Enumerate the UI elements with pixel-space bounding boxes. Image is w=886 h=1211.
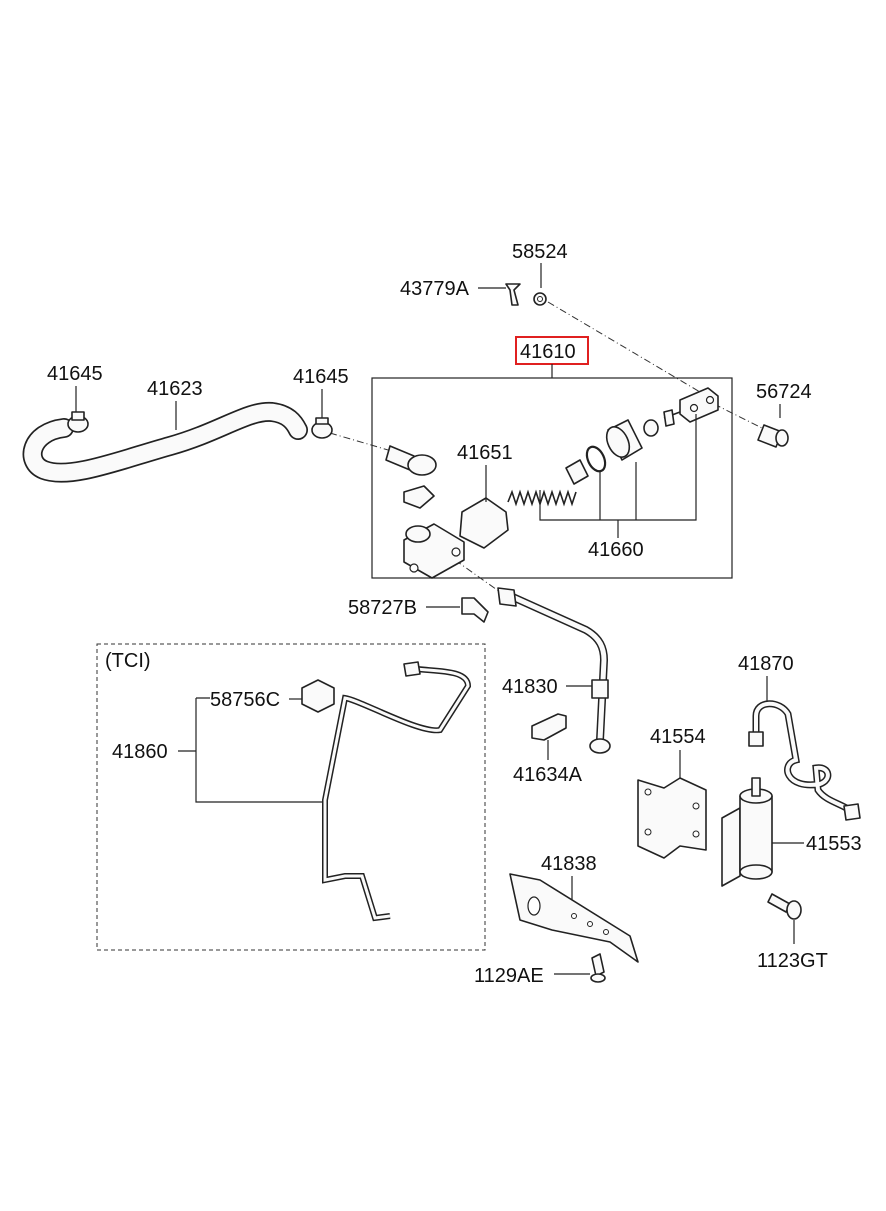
snap-ring	[585, 445, 607, 473]
bracket-41634A	[531, 713, 567, 741]
callout-41660[interactable]: 41660	[588, 539, 644, 561]
bolt-1123GT	[767, 893, 802, 920]
bracket-41660	[539, 414, 697, 538]
hose-clamp-41645-left	[67, 411, 89, 433]
callout-58524[interactable]: 58524	[512, 241, 568, 263]
alignment-line-washer	[547, 301, 701, 393]
callout-41830[interactable]: 41830	[502, 676, 558, 698]
callout-43779A[interactable]: 43779A	[400, 278, 470, 300]
dust-boot	[605, 419, 643, 461]
callout-41623[interactable]: 41623	[147, 378, 203, 400]
tci-pipe-41860	[322, 661, 472, 922]
return-spring	[507, 489, 577, 507]
callout-1129AE[interactable]: 1129AE	[474, 965, 544, 987]
callout-41553[interactable]: 41553	[806, 833, 862, 855]
callout-41651[interactable]: 41651	[457, 442, 513, 464]
tci-box	[96, 643, 486, 951]
piston	[565, 459, 589, 485]
callout-41645-mid[interactable]: 41645	[293, 366, 349, 388]
callout-41860[interactable]: 41860	[112, 741, 168, 763]
clip-58727B	[461, 597, 489, 623]
tci-label: (TCI)	[105, 650, 151, 672]
callout-56724[interactable]: 56724	[756, 381, 812, 403]
clevis-yoke	[663, 387, 719, 427]
callout-58756C[interactable]: 58756C	[210, 689, 280, 711]
alignment-line-pipe	[454, 559, 501, 593]
bolt-1129AE	[590, 953, 606, 983]
master-cylinder-body	[403, 497, 509, 579]
bracket-41554	[637, 777, 707, 859]
callout-41554[interactable]: 41554	[650, 726, 706, 748]
clutch-pipe-41830	[497, 587, 611, 754]
callout-41838[interactable]: 41838	[541, 853, 597, 875]
push-rod-nut	[643, 419, 659, 437]
callout-41610[interactable]: 41610	[520, 341, 576, 363]
alignment-line-pin	[713, 403, 763, 429]
clevis-pin-56724	[757, 424, 789, 448]
hose-41623	[22, 401, 308, 483]
leader-41860	[178, 697, 324, 803]
callout-58727B[interactable]: 58727B	[348, 597, 417, 619]
washer-58524-hole	[537, 296, 543, 302]
alignment-line-hose	[329, 432, 396, 453]
hose-clamp-41645-mid	[311, 417, 333, 439]
callout-41645-left[interactable]: 41645	[47, 363, 103, 385]
pin-43779A	[505, 283, 521, 306]
callout-41634A[interactable]: 41634A	[513, 764, 583, 786]
callout-41870[interactable]: 41870	[738, 653, 794, 675]
slave-cylinder-41553	[721, 777, 773, 887]
callout-1123GT[interactable]: 1123GT	[757, 950, 828, 972]
hose-fitting-41651	[385, 445, 437, 509]
clip-58756C	[301, 679, 335, 713]
pipe-41870	[748, 700, 861, 821]
bracket-41838	[509, 873, 639, 963]
